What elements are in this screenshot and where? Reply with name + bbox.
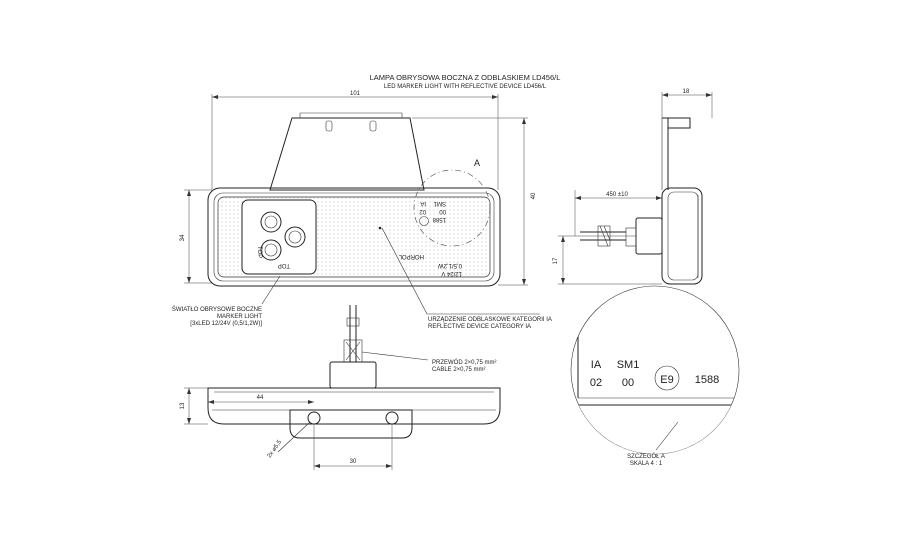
- detail-approval-mark: E9: [660, 374, 673, 386]
- detail-text-02: 02: [590, 377, 602, 389]
- side-view: 18 450 ±10 17: [553, 89, 713, 285]
- cable-hatch: [345, 341, 361, 361]
- approval-circle: [419, 216, 429, 226]
- callout-marker-light-line2: MARKER LIGHT: [217, 314, 262, 320]
- detail-caption-line2: SKALA 4 : 1: [630, 461, 663, 467]
- arrow-left: [208, 400, 214, 404]
- title-polish: LAMPA OBRYSOWA BOCZNA Z ODBLASKIEM LD456…: [370, 73, 561, 82]
- dimension-side-height-label: 17: [553, 257, 559, 264]
- marking-00: 00: [439, 208, 446, 214]
- detail-housing-fill: [575, 405, 739, 454]
- dimension-cable-label: 450 ±10: [606, 192, 628, 198]
- side-bracket: [662, 117, 669, 190]
- front-view: 101 40 34: [180, 91, 537, 287]
- cable-hatch: [603, 225, 611, 241]
- bottom-cable-sleeve: [346, 317, 360, 327]
- arrow-left: [212, 95, 218, 99]
- voltage-markings: 12/24 V 0,5/1,2W HORPOL: [398, 253, 462, 276]
- bottom-gland: [329, 361, 377, 389]
- marking-power: 0,5/1,2W: [438, 262, 462, 268]
- mounting-flange: [289, 409, 413, 439]
- lens-center-point: [378, 226, 382, 230]
- arrow-up: [561, 236, 565, 242]
- mounting-bracket: [269, 117, 425, 191]
- arrow-down: [187, 418, 191, 424]
- arrow-right: [308, 400, 314, 404]
- arrow-left: [575, 196, 581, 200]
- dimension-width-label: 101: [350, 91, 361, 97]
- bottom-housing: [207, 387, 501, 425]
- marking-sm1: SM1: [433, 200, 446, 206]
- marking-02: 02: [419, 208, 426, 214]
- arrow-left: [314, 464, 320, 468]
- top-marking-left: TOP: [256, 246, 262, 258]
- approval-markings: 1588 00 02 SM1 IA: [419, 200, 446, 226]
- lamp-housing-inner: [213, 192, 495, 282]
- leader-detail-caption: [655, 421, 679, 451]
- led-circle-inner: [288, 230, 302, 244]
- led-circle-inner: [264, 215, 278, 229]
- detail-text-sm1: SM1: [617, 359, 640, 371]
- cable-gland-nut: [625, 227, 637, 247]
- dimension-depth-label: 18: [683, 89, 690, 95]
- detail-a-view: IA SM1 02 00 E9 1588 SZCZEGÓŁ A SKALA 4 …: [570, 285, 740, 467]
- led-circle: [284, 226, 306, 248]
- marking-ia: IA: [420, 200, 426, 206]
- arrow-up: [522, 118, 526, 124]
- top-marking-bottom: TOP: [278, 262, 290, 268]
- side-housing-inner: [667, 191, 699, 281]
- leader-hole-size: [277, 421, 311, 453]
- dimension-hole-offset-label: 44: [257, 395, 264, 401]
- marking-brand: HORPOL: [398, 253, 424, 259]
- arrow-down: [187, 277, 191, 283]
- leader-marker-light: [261, 275, 281, 305]
- bracket-stud: [325, 120, 333, 132]
- mounting-hole-right: [385, 411, 399, 425]
- dimension-height-label: 40: [531, 192, 537, 199]
- detail-approval-circle: [654, 365, 680, 391]
- callout-marker-light-line1: ŚWIATŁO OBRYSOWE BOCZNE: [172, 305, 262, 313]
- dimension-lens-height-label: 34: [180, 234, 186, 241]
- lamp-housing-outline: [207, 187, 501, 287]
- marking-voltage: 12/24 V: [441, 270, 462, 276]
- detail-a-marker: A: [474, 158, 480, 168]
- led-window: [241, 199, 317, 275]
- arrow-down: [522, 279, 526, 285]
- arrow-up: [187, 190, 191, 196]
- callout-reflector-line2: REFLECTIVE DEVICE CATEGORY IA: [428, 324, 531, 330]
- marking-1588: 1588: [432, 216, 446, 222]
- led-circle: [260, 239, 282, 261]
- side-bracket-top: [668, 117, 691, 129]
- callout-reflector-line1: URZĄDZENIE ODBLASKOWE KATEGORII IA: [428, 317, 552, 323]
- arrow-left: [662, 93, 668, 97]
- leader-reflector: [381, 227, 428, 315]
- led-circle: [260, 211, 282, 233]
- leader-cable: [361, 351, 429, 361]
- detail-a-circle: [413, 169, 491, 247]
- detail-text-00: 00: [622, 377, 634, 389]
- arrow-right: [492, 95, 498, 99]
- dimension-bottom-height-label: 13: [180, 402, 186, 409]
- detail-caption-line1: SZCZEGÓŁ A: [627, 453, 665, 460]
- detail-approval-number: 1588: [695, 374, 719, 386]
- led-circle-inner: [264, 243, 278, 257]
- cable-gland: [635, 217, 663, 255]
- detail-text-ia: IA: [591, 359, 602, 371]
- callout-marker-light-line3: [3xLED 12/24V (0,5/1,2W)]: [190, 321, 262, 327]
- arrow-up: [187, 388, 191, 394]
- bracket-stud: [369, 120, 377, 132]
- dimension-hole-spacing-label: 30: [350, 459, 357, 465]
- arrow-down: [561, 278, 565, 284]
- callout-cable-line2: CABLE 2×0,75 mm²: [432, 367, 486, 373]
- callout-cable-line1: PRZEWÓD 2×0,75 mm²: [432, 359, 497, 366]
- arrow-right: [656, 196, 662, 200]
- title-english: LED MARKER LIGHT WITH REFLECTIVE DEVICE …: [384, 84, 547, 90]
- arrow-right: [706, 93, 712, 97]
- arrow-right: [386, 464, 392, 468]
